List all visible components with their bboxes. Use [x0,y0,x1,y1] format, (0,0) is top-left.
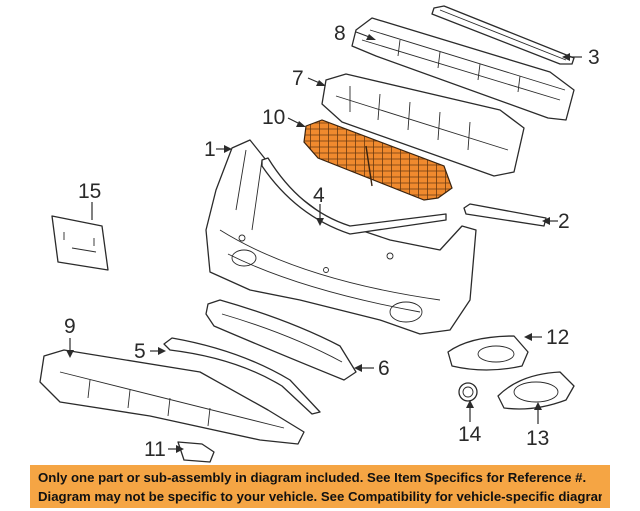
callout-10: 10 [262,106,285,129]
callout-14: 14 [458,423,482,446]
callout-5: 5 [134,340,146,363]
part-6-lower-grille [205,299,357,381]
part-5-lower-trim-strip [163,337,321,415]
callout-13: 13 [526,427,549,450]
part-14-fog-lamp [458,382,478,402]
disclaimer-banner: Only one part or sub-assembly in diagram… [30,465,610,508]
callout-12: 12 [546,326,569,349]
parts-diagram: 1 2 3 4 5 6 7 8 9 10 11 12 13 14 15 [39,5,600,463]
callout-11: 11 [144,438,166,461]
part-15-license-plate-bracket [51,215,109,271]
part-11-small-bracket [177,441,215,463]
part-3-reinforcement-strip [431,5,575,65]
part-8-impact-bar [351,17,575,121]
part-12-fog-lamp-bezel [447,335,529,371]
callout-1: 1 [204,138,216,161]
callout-6: 6 [378,357,390,380]
disclaimer-line-2: Diagram may not be specific to your vehi… [38,489,602,504]
part-4-upper-trim-strip [261,157,447,235]
part-13-bezel-cover [497,371,575,410]
callout-15: 15 [78,180,101,203]
part-2-side-bracket [463,203,547,227]
callout-4: 4 [313,184,325,207]
callout-3: 3 [588,46,600,69]
disclaimer-line-1: Only one part or sub-assembly in diagram… [38,470,587,485]
part-10-grille-highlighted [303,119,453,201]
part-9-lower-shield [39,349,305,445]
leader-lines [66,31,582,453]
callout-7: 7 [292,67,304,90]
callout-2: 2 [558,210,570,233]
callout-8: 8 [334,22,346,45]
part-7-energy-absorber [321,73,525,177]
callout-9: 9 [64,315,76,338]
